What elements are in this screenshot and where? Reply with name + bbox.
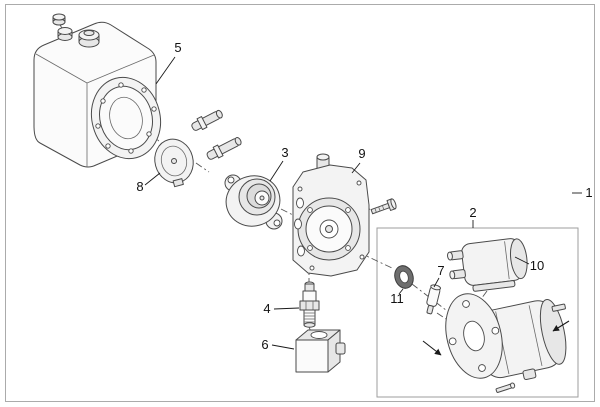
fitting-stud-upper	[191, 109, 223, 131]
callout-10: 10	[530, 258, 544, 273]
leader-line-6	[271, 344, 295, 350]
leader-line-11	[398, 288, 404, 295]
callout-5: 5	[174, 40, 181, 55]
direction-arrow-flange	[422, 340, 442, 356]
pump-manifold	[292, 153, 370, 277]
motor-stud	[551, 303, 566, 312]
callout-labels: 1 2 3 4 5 6 7 8 9 10 11	[136, 40, 592, 352]
cover-disc	[154, 138, 194, 188]
starter-motor	[445, 293, 567, 393]
direction-arrow-motor	[552, 320, 570, 332]
gear-pump	[224, 174, 283, 230]
filler-cap	[78, 29, 100, 48]
fitting-stud-lower	[206, 137, 242, 160]
start-solenoid	[447, 238, 528, 292]
mounting-screw	[370, 198, 397, 215]
callout-8: 8	[136, 179, 143, 194]
oil-tank	[33, 13, 162, 168]
callout-11: 11	[390, 291, 404, 306]
solenoid-coil	[295, 329, 346, 373]
breather-cap	[52, 13, 66, 26]
callout-3: 3	[281, 145, 288, 160]
leader-line-9	[351, 162, 361, 174]
coil-connector	[335, 342, 346, 355]
leader-line-5	[155, 56, 176, 85]
plunger-pin	[426, 284, 442, 315]
leader-line-7	[433, 277, 440, 288]
seal-ring	[394, 265, 414, 289]
callout-leaders	[144, 56, 582, 350]
callout-4: 4	[263, 301, 270, 316]
callout-6: 6	[261, 337, 268, 352]
tank-flange-ring	[90, 76, 162, 160]
callout-2: 2	[469, 205, 476, 220]
callout-7: 7	[437, 263, 444, 278]
callout-1: 1	[585, 185, 592, 200]
tank-port	[57, 27, 73, 41]
leader-line-4	[273, 307, 300, 310]
leader-line-10	[514, 256, 530, 265]
cartridge-valve	[299, 281, 320, 328]
assembly-arrows	[422, 320, 570, 356]
leader-line-3	[269, 160, 284, 182]
motor-flange	[445, 293, 503, 379]
callout-9: 9	[358, 146, 365, 161]
leader-line-8	[144, 172, 161, 186]
motor-bolt	[495, 382, 516, 393]
